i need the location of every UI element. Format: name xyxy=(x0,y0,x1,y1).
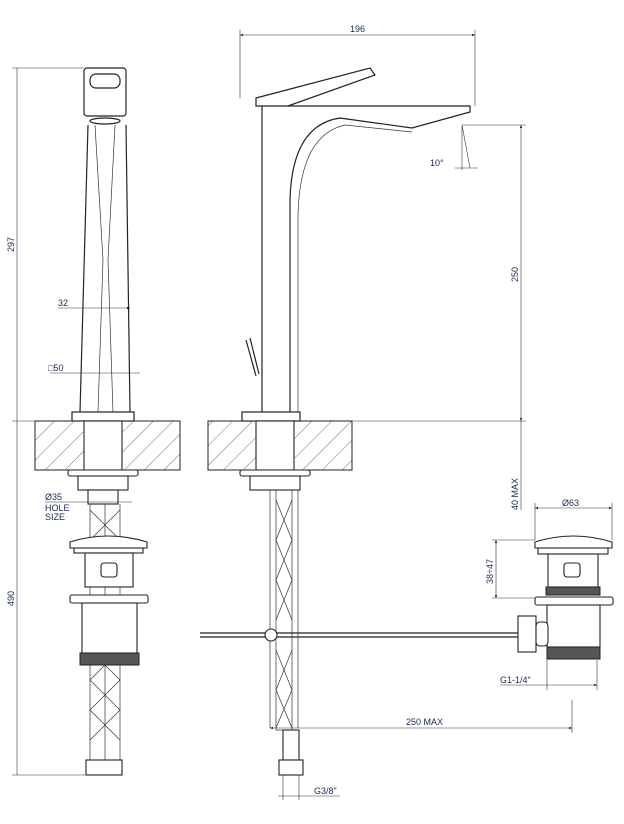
dim-waste-63: Ø63 xyxy=(562,498,579,508)
hole-label: HOLE xyxy=(45,503,70,513)
front-view-waste xyxy=(517,535,614,660)
dim-square-50: □50 xyxy=(48,363,63,373)
side-view-counter xyxy=(34,420,181,776)
dim-250: 250 xyxy=(510,267,520,282)
dim-490: 490 xyxy=(6,591,16,606)
dim-g1-1-4: G1-1/4" xyxy=(500,675,531,685)
size-label: SIZE xyxy=(45,512,65,522)
side-view-faucet xyxy=(71,67,135,422)
side-view-dimensions: 297 490 32 □50 Ø35 HOLE SIZE xyxy=(6,67,140,776)
dim-angle-10: 10° xyxy=(430,158,444,168)
front-view-counter xyxy=(200,420,520,776)
dim-297: 297 xyxy=(6,237,16,252)
front-view-dimensions: 196 250 10° 40 MAX Ø63 38÷47 G1-1/4" 250… xyxy=(239,24,613,800)
dim-196: 196 xyxy=(350,24,365,34)
front-view-faucet xyxy=(241,67,471,422)
dim-g3-8: G3/8" xyxy=(314,786,337,796)
dim-38-47: 38÷47 xyxy=(485,559,495,584)
dim-32: 32 xyxy=(58,298,68,308)
dim-250-max: 250 MAX xyxy=(406,717,443,727)
dim-40-max: 40 MAX xyxy=(510,478,520,510)
dim-hole-35: Ø35 xyxy=(45,492,62,502)
side-view-waste xyxy=(69,535,149,666)
